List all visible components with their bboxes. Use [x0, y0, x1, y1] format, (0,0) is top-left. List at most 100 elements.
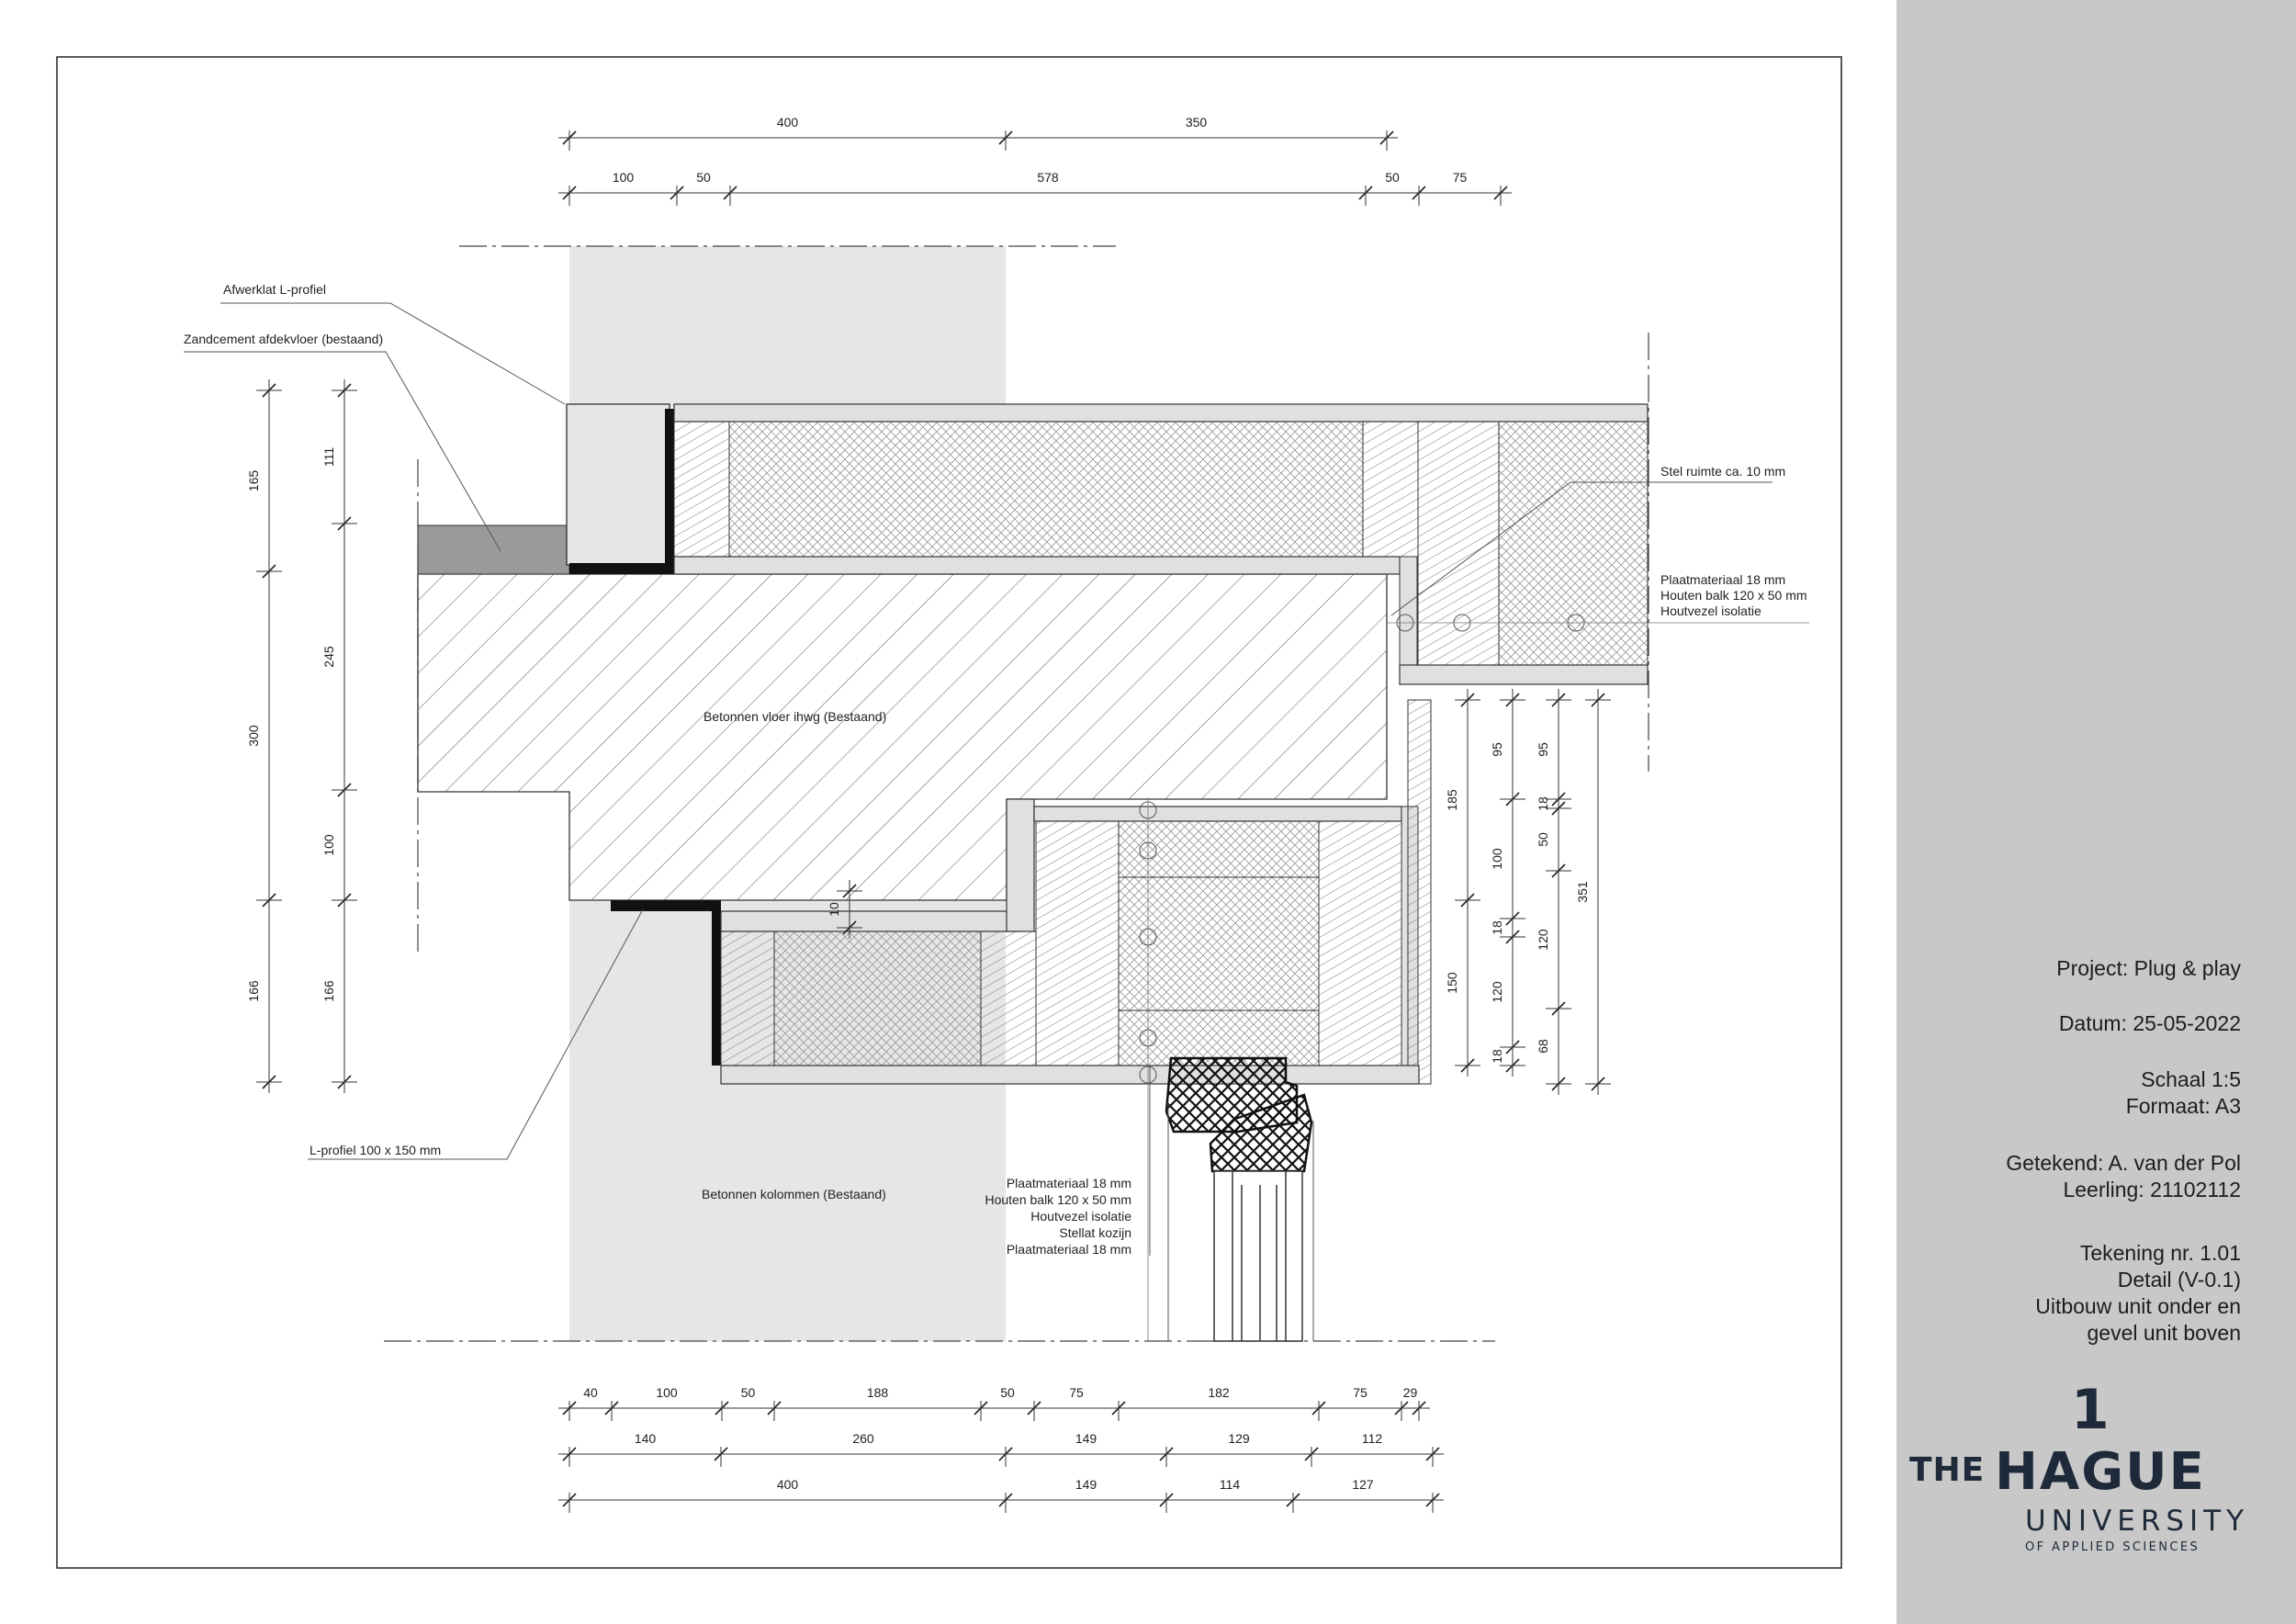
title-block-panel: [1896, 0, 2296, 1624]
title-block-author: Getekend: A. van der Pol Leerling: 21102…: [2006, 1150, 2241, 1203]
dimension-label: 50: [696, 170, 711, 185]
title-block-drawing: Tekening nr. 1.01 Detail (V-0.1) Uitbouw…: [2035, 1240, 2241, 1347]
student-number: Leerling: 21102112: [2063, 1178, 2241, 1201]
drawing-date: Datum: 25-05-2022: [2058, 1011, 2241, 1035]
drawing-format: Formaat: A3: [2125, 1094, 2241, 1118]
title-block-date: Datum: 25-05-2022: [2059, 1010, 2241, 1037]
l-profile-top-horizontal: [569, 563, 674, 574]
l-profile-bottom-horizontal: [611, 900, 716, 911]
drawing-frame: [56, 56, 1842, 1569]
label-zandcement: Zandcement afdekvloer (bestaand): [184, 332, 383, 346]
dimension-label: 245: [321, 646, 336, 668]
upper-edge-insulation: [1498, 421, 1649, 666]
dimension-label: 50: [1385, 170, 1400, 185]
dimension-label: 111: [321, 447, 336, 467]
dimension-label: 29: [1403, 1385, 1418, 1400]
dimension-label: 100: [656, 1385, 678, 1400]
upper-bottom-plate: [673, 556, 1401, 575]
dimension-label: 75: [1069, 1385, 1084, 1400]
drawing-scale: Schaal 1:5: [2141, 1067, 2241, 1091]
dimension-label: 350: [1186, 115, 1208, 130]
l-profile-bottom-vertical: [712, 900, 721, 1066]
dimension-label: 18: [1536, 796, 1550, 811]
dimension-label: 75: [1353, 1385, 1367, 1400]
leader-afwerklat: [220, 302, 566, 405]
lower-head-post-left: [1035, 820, 1120, 1066]
label-right-layer-1: Plaatmateriaal 18 mm: [1660, 572, 1785, 587]
label-bottom-layer-4: Stellat kozijn: [1059, 1225, 1131, 1240]
upper-joist-right: [1362, 421, 1419, 558]
dimension-label: 95: [1490, 742, 1504, 757]
dimension-label: 165: [246, 470, 261, 492]
lower-bottom-plate: [720, 1065, 1420, 1085]
dimension-label: 140: [635, 1431, 657, 1446]
logo-university: UNIVERSITY: [2025, 1505, 2250, 1538]
label-stelruimte: Stel ruimte ca. 10 mm: [1660, 464, 1785, 479]
dimension-label: 100: [1490, 848, 1504, 870]
upper-post: [1417, 421, 1500, 666]
dimension-label: 68: [1536, 1039, 1550, 1054]
lower-head-plate: [1033, 806, 1402, 822]
dimension-label: 185: [1445, 789, 1459, 811]
lower-head-insulation: [1118, 820, 1320, 1066]
upper-facade-plate: [1399, 556, 1418, 666]
finishing-strip: [566, 403, 670, 566]
dimension-label: 188: [867, 1385, 889, 1400]
label-afwerklat: Afwerklat L-profiel: [223, 282, 326, 297]
dimension-label: 100: [321, 834, 336, 856]
dimension-label: 112: [1362, 1431, 1383, 1446]
title-block-project: Project: Plug & play: [2056, 955, 2241, 982]
drawing-description-1: Uitbouw unit onder en: [2035, 1294, 2241, 1318]
logo-number: 1: [2071, 1378, 2110, 1442]
leader-lprofiel: [308, 908, 644, 1160]
lower-cladding: [1407, 699, 1432, 1085]
label-vloer: Betonnen vloer ihwg (Bestaand): [703, 709, 886, 724]
label-lprofiel: L-profiel 100 x 150 mm: [310, 1143, 441, 1157]
dimension-label: 50: [741, 1385, 756, 1400]
dimension-label: 114: [1220, 1477, 1241, 1492]
dimension-label: 129: [1228, 1431, 1250, 1446]
dimension-label: 182: [1208, 1385, 1230, 1400]
lower-top-plate: [720, 910, 1020, 932]
dimension-label: 50: [1000, 1385, 1015, 1400]
logo-applied-sciences: OF APPLIED SCIENCES: [2025, 1540, 2200, 1554]
label-bottom-layer-1: Plaatmateriaal 18 mm: [1007, 1176, 1131, 1190]
dimension-label: 351: [1575, 881, 1590, 903]
leader-zandcement: [184, 351, 501, 552]
l-profile-top-vertical: [665, 409, 674, 574]
dimension-label: 120: [1536, 929, 1550, 951]
detail-code: Detail (V-0.1): [2117, 1268, 2241, 1291]
dimension-label: 400: [777, 115, 799, 130]
leader-stelruimte: [1390, 481, 1773, 616]
dimension-label: 127: [1352, 1477, 1374, 1492]
title-block-scale: Schaal 1:5 Formaat: A3: [2126, 1066, 2241, 1120]
label-right-layer-2: Houten balk 120 x 50 mm: [1660, 588, 1807, 603]
dimension-label: 166: [321, 980, 336, 1002]
concrete-column-top: [569, 246, 1006, 407]
lower-joist-mid: [980, 930, 1037, 1066]
dimension-label: 100: [613, 170, 635, 185]
dimension-label: 75: [1453, 170, 1468, 185]
screed: [417, 524, 570, 575]
window-glazing: [1213, 1170, 1303, 1342]
dimension-label: 166: [246, 980, 261, 1002]
lower-top-plate-step: [1006, 798, 1035, 932]
label-bottom-layer-3: Houtvezel isolatie: [1030, 1209, 1131, 1224]
logo-hague: HAGUE: [1995, 1442, 2206, 1502]
label-right-layer-3: Houtvezel isolatie: [1660, 603, 1761, 618]
dimension-label: 50: [1536, 832, 1550, 847]
drawn-by: Getekend: A. van der Pol: [2006, 1151, 2241, 1175]
dimension-label: 150: [1445, 972, 1459, 994]
dimension-label: 40: [583, 1385, 598, 1400]
window-frame-sash: [1209, 1093, 1313, 1173]
dimension-label: 578: [1037, 170, 1059, 185]
dimension-label: 149: [1075, 1431, 1097, 1446]
dimension-label: 400: [777, 1477, 799, 1492]
dimension-label: 149: [1075, 1477, 1097, 1492]
dimension-label: 120: [1490, 981, 1504, 1003]
drawing-description-2: gevel unit boven: [2087, 1321, 2241, 1345]
upper-top-plate: [673, 403, 1649, 423]
detail-drawing: Afwerklat L-profiel Zandcement afdekvloe…: [56, 56, 1842, 1569]
label-kolommen: Betonnen kolommen (Bestaand): [702, 1187, 886, 1201]
